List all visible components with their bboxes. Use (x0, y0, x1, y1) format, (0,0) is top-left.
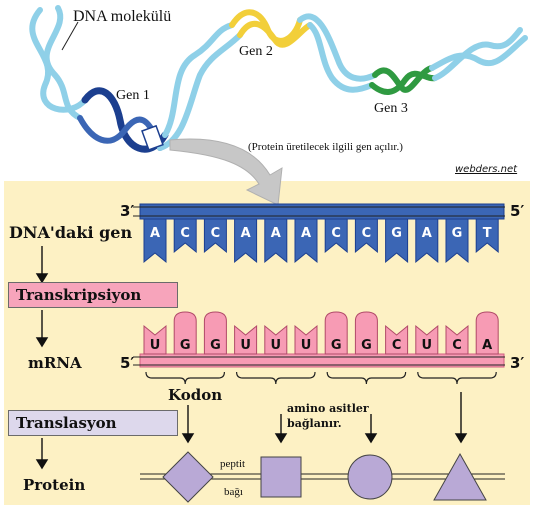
dna-base-tab: A (415, 218, 439, 264)
dna-base-tab: A (234, 218, 258, 264)
mrna-base-letter: A (482, 338, 492, 353)
dna-base-letter: A (422, 226, 432, 241)
dna-molecule (29, 5, 528, 153)
mrna-base-tab: G (173, 311, 197, 355)
dna-base-letter: C (180, 226, 190, 241)
peptide-line2: bağı (224, 486, 243, 498)
dna-base-tab: C (173, 218, 197, 254)
dna-base-letter: A (150, 226, 160, 241)
dna-base-tab: A (264, 218, 288, 264)
codon-brace (236, 371, 316, 385)
dna-5prime-label: 5′ (510, 202, 525, 220)
mrna-base-letter: U (150, 338, 161, 353)
dna-base-letter: A (301, 226, 311, 241)
flow-arrows (35, 246, 49, 470)
mrna-base-tab: C (385, 324, 409, 355)
codon-braces (145, 371, 497, 385)
dna-base-tab: G (385, 218, 409, 264)
mrna-base-letter: G (210, 338, 221, 353)
codon-brace (326, 371, 407, 385)
dna-base-tab: C (324, 218, 348, 254)
gene2-label: Gen 2 (239, 44, 273, 59)
mrna-base-tab: U (234, 324, 258, 355)
mrna-base-tab: U (294, 324, 318, 355)
watermark: webders.net (455, 164, 518, 175)
translation-label: Translasyon (16, 414, 117, 432)
zoom-arrow (169, 138, 283, 206)
dna-base-tab: A (294, 218, 318, 264)
dna-base-tab: G (445, 218, 469, 264)
mrna-5prime-label: 5′ (120, 354, 135, 372)
mrna-base-letter: G (331, 338, 342, 353)
circle-shape (347, 454, 393, 500)
mrna-base-tab: G (354, 311, 378, 355)
mrna-base-tab: A (475, 311, 499, 355)
dna-base-tab: C (354, 218, 378, 254)
mrna-base-letter: U (301, 338, 312, 353)
dna-3prime-label: 3′ (120, 202, 135, 220)
mrna-base-tab: U (264, 324, 288, 355)
translation-box: Translasyon (8, 410, 178, 436)
transcription-box: Transkripsiyon (8, 282, 178, 308)
square-shape (260, 456, 302, 498)
codon-brace (145, 371, 225, 385)
gene-open-note: (Protein üretilecek ilgili gen açılır.) (248, 141, 403, 153)
mrna-base-letter: U (271, 338, 282, 353)
dna-base-letter: T (483, 226, 492, 241)
codon-arrows (181, 392, 468, 444)
selected-gene-box (141, 124, 164, 151)
mrna-base-tab: U (415, 324, 439, 355)
dna-base-letter: C (362, 226, 372, 241)
dna-base-letter: G (452, 226, 463, 241)
mrna-base-tab: C (445, 324, 469, 355)
mrna-base-letter: C (452, 338, 462, 353)
dna-strand (133, 203, 505, 220)
codon-label: Kodon (168, 386, 223, 404)
mrna-base-letter: U (422, 338, 433, 353)
peptide-chain (140, 451, 505, 503)
mrna-base-tab: G (324, 311, 348, 355)
dna-base-letter: A (241, 226, 251, 241)
mrna-base-tab: G (203, 311, 227, 355)
gene3-label: Gen 3 (374, 101, 408, 116)
mrna-strand (133, 353, 505, 368)
mrna-base-letter: G (361, 338, 372, 353)
mrna-3prime-label: 3′ (510, 354, 525, 372)
mrna-base-letter: C (392, 338, 402, 353)
dna-base-tab: A (143, 218, 167, 264)
dna-molecule-label: DNA molekülü (73, 8, 172, 25)
amino-note-line1: amino asitler (287, 402, 369, 415)
transcription-label: Transkripsiyon (16, 286, 142, 304)
amino-note-line2: bağlanır. (287, 417, 342, 430)
dna-gene-label: DNA'daki gen (9, 223, 133, 242)
dna-base-letter: C (211, 226, 221, 241)
mrna-base-letter: U (240, 338, 251, 353)
dna-base-tab: C (203, 218, 227, 254)
mrna-label: mRNA (28, 354, 82, 372)
triangle-shape (433, 452, 487, 501)
dna-base-letter: A (271, 226, 281, 241)
mrna-base-letter: G (180, 338, 191, 353)
dna-base-tab: T (475, 218, 499, 254)
diamond-shape (162, 451, 214, 503)
gene1-label: Gen 1 (116, 88, 150, 103)
codon-brace (417, 371, 497, 385)
protein-label: Protein (23, 476, 86, 494)
mrna-base-tab: U (143, 324, 167, 355)
peptide-line1: peptit (220, 458, 246, 470)
dna-base-letter: G (391, 226, 402, 241)
dna-base-letter: C (331, 226, 341, 241)
dna-label-pointer (61, 21, 79, 51)
